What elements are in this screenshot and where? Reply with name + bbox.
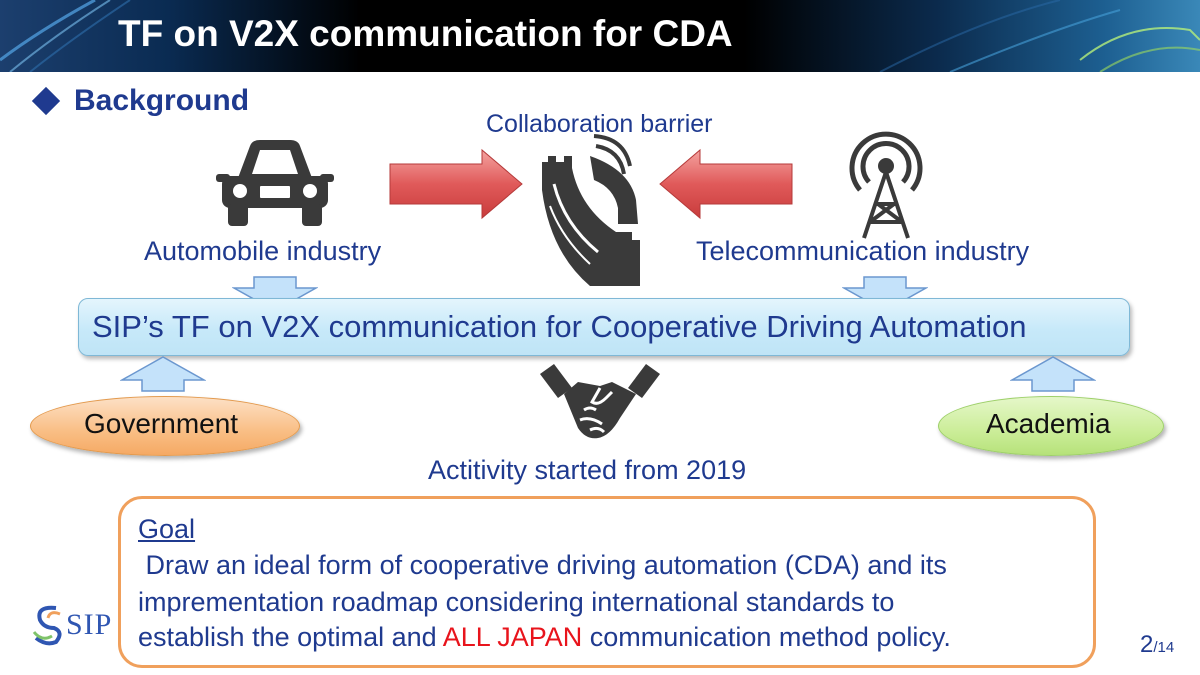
antenna-icon — [849, 131, 923, 239]
automobile-industry-label: Automobile industry — [144, 236, 382, 266]
government-oval — [30, 396, 300, 456]
telecommunication-industry-label: Telecommunication industry — [696, 236, 1030, 266]
goal-line-3-end: communication method policy. — [582, 622, 951, 652]
header-decoration — [0, 0, 1200, 72]
goal-box — [118, 496, 1096, 668]
left-red-arrow — [389, 148, 523, 220]
all-japan-highlight: ALL JAPAN — [442, 622, 583, 652]
goal-line-1: Draw an ideal form of cooperative drivin… — [138, 550, 947, 580]
diamond-bullet-icon — [31, 86, 61, 116]
up-arrow-right — [1010, 356, 1096, 392]
task-force-box — [78, 298, 1130, 356]
task-force-label: SIP’s TF on V2X communication for Cooper… — [92, 309, 1027, 344]
handshake-icon — [540, 364, 660, 439]
page-current: 2 — [1140, 631, 1154, 658]
goal-line-3: establish the optimal and ALL JAPAN comm… — [138, 622, 951, 653]
sip-logo-icon — [32, 605, 62, 646]
section-heading: Background — [30, 84, 249, 118]
great-wall-icon — [542, 134, 640, 286]
government-label: Government — [84, 408, 239, 439]
page-number: 2/14 — [1140, 631, 1174, 659]
sip-logo-text: SIP — [66, 608, 113, 641]
activity-label: Actitivity started from 2019 — [428, 455, 747, 485]
right-red-arrow — [659, 148, 793, 220]
title-bar: TF on V2X communication for CDA — [0, 0, 1200, 72]
goal-title: Goal — [138, 514, 196, 544]
slide-title: TF on V2X communication for CDA — [118, 13, 733, 54]
car-icon — [216, 140, 334, 226]
goal-line-2: imprementation roadmap considering inter… — [138, 587, 895, 617]
up-arrow-left — [120, 356, 206, 392]
barrier-label: Collaboration barrier — [486, 110, 713, 138]
academia-label: Academia — [986, 408, 1111, 439]
page-total: /14 — [1153, 639, 1175, 656]
section-heading-text: Background — [74, 84, 250, 117]
academia-oval — [938, 396, 1164, 456]
goal-line-3-start: establish the optimal and — [138, 622, 443, 652]
